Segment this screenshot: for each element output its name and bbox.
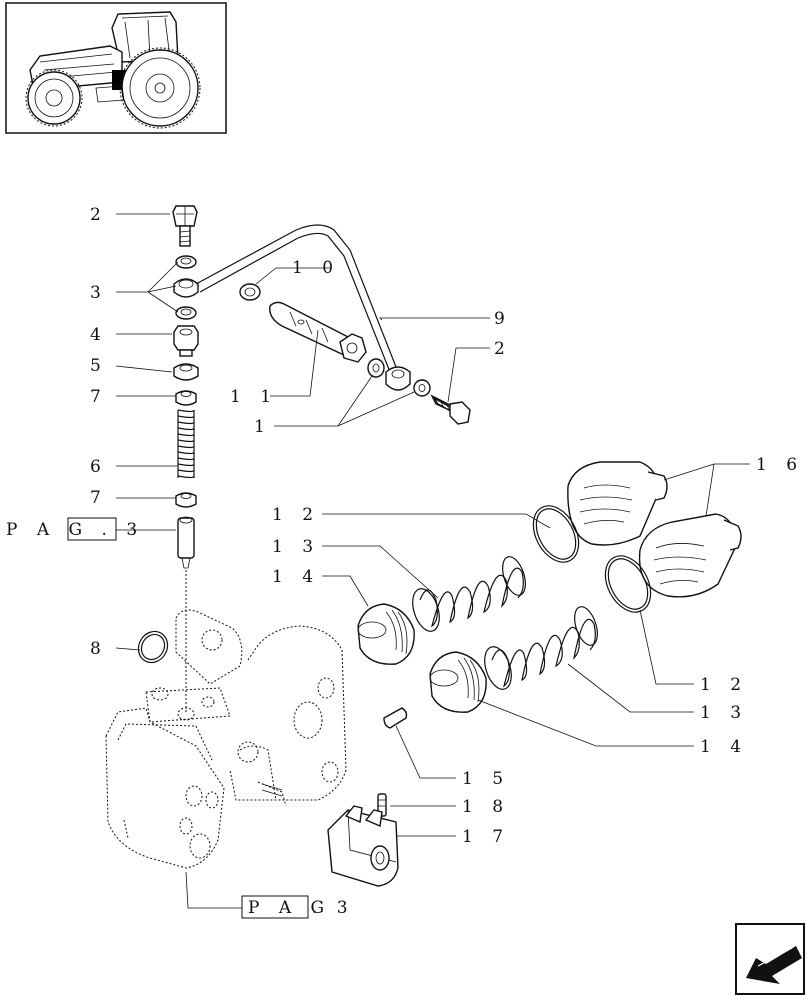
seat-7-top [175, 390, 197, 406]
connector-17 [327, 805, 399, 887]
callout-17: 1 7 [462, 827, 510, 847]
spring-6 [177, 409, 195, 479]
bolt-2-right [430, 394, 471, 425]
page-ref-bottom-label: P A G [248, 898, 331, 918]
callout-1: 1 [254, 417, 272, 437]
banjo-bolt-11 [269, 301, 367, 363]
page-ref-bottom-suffix: . 3 [312, 898, 355, 918]
page-ref-top-label: P A G . 3 [6, 520, 144, 540]
callout-7: 7 [90, 387, 108, 407]
callout-13: 1 3 [272, 537, 320, 557]
washer-10 [239, 283, 261, 301]
nav-back-button[interactable] [735, 923, 805, 995]
spring-seat-14-upper [357, 603, 415, 665]
arrow-back-icon [746, 946, 802, 984]
callout-15: 1 5 [462, 769, 510, 789]
callout-12: 1 2 [700, 675, 748, 695]
callout-5: 5 [90, 356, 108, 376]
seat-7-bottom [175, 492, 197, 508]
page-ref-bottom[interactable]: P A G . 3 [241, 895, 355, 919]
washer-5 [173, 363, 199, 381]
tractor-icon [25, 11, 201, 129]
callout-labels: 2 3 4 5 7 6 7 8 1 0 9 2 1 1 1 1 6 1 2 1 … [90, 205, 804, 847]
spring-13-lower [484, 606, 598, 690]
cartridge-16-upper [567, 461, 668, 546]
callout-9: 9 [494, 309, 512, 329]
washers-1 [367, 358, 431, 397]
leader-lines [115, 213, 750, 909]
o-ring-12-upper [532, 505, 580, 563]
nut-4 [173, 325, 199, 357]
tractor-thumbnail[interactable] [5, 2, 227, 134]
callout-2: 2 [90, 205, 108, 225]
page-ref-top[interactable]: P A G . 3 [6, 517, 144, 541]
callout-16: 1 6 [756, 455, 804, 475]
callout-7: 7 [90, 488, 108, 508]
pipe-9 [195, 224, 411, 391]
bolt-2-top [172, 205, 198, 247]
callout-18: 1 8 [462, 797, 510, 817]
pin-18 [377, 793, 387, 817]
washer-3 [173, 255, 199, 320]
callout-10: 1 0 [292, 258, 340, 278]
callout-13: 1 3 [700, 703, 748, 723]
cartridge-16-lower [638, 513, 742, 598]
spring-seat-14-lower [429, 651, 487, 713]
callout-11: 1 1 [230, 387, 278, 407]
valve-housing [105, 609, 347, 869]
callout-2: 2 [494, 339, 512, 359]
spring-13-upper [412, 556, 526, 632]
callout-14: 1 4 [700, 737, 748, 757]
callout-4: 4 [90, 325, 108, 345]
o-ring-12-lower [604, 555, 652, 613]
callout-8: 8 [90, 639, 108, 659]
pin-15 [383, 707, 408, 729]
callout-14: 1 4 [272, 567, 320, 587]
o-ring-8 [137, 630, 169, 664]
callout-12: 1 2 [272, 505, 320, 525]
callout-3: 3 [90, 283, 108, 303]
callout-6: 6 [90, 457, 108, 477]
plunger [177, 516, 195, 569]
